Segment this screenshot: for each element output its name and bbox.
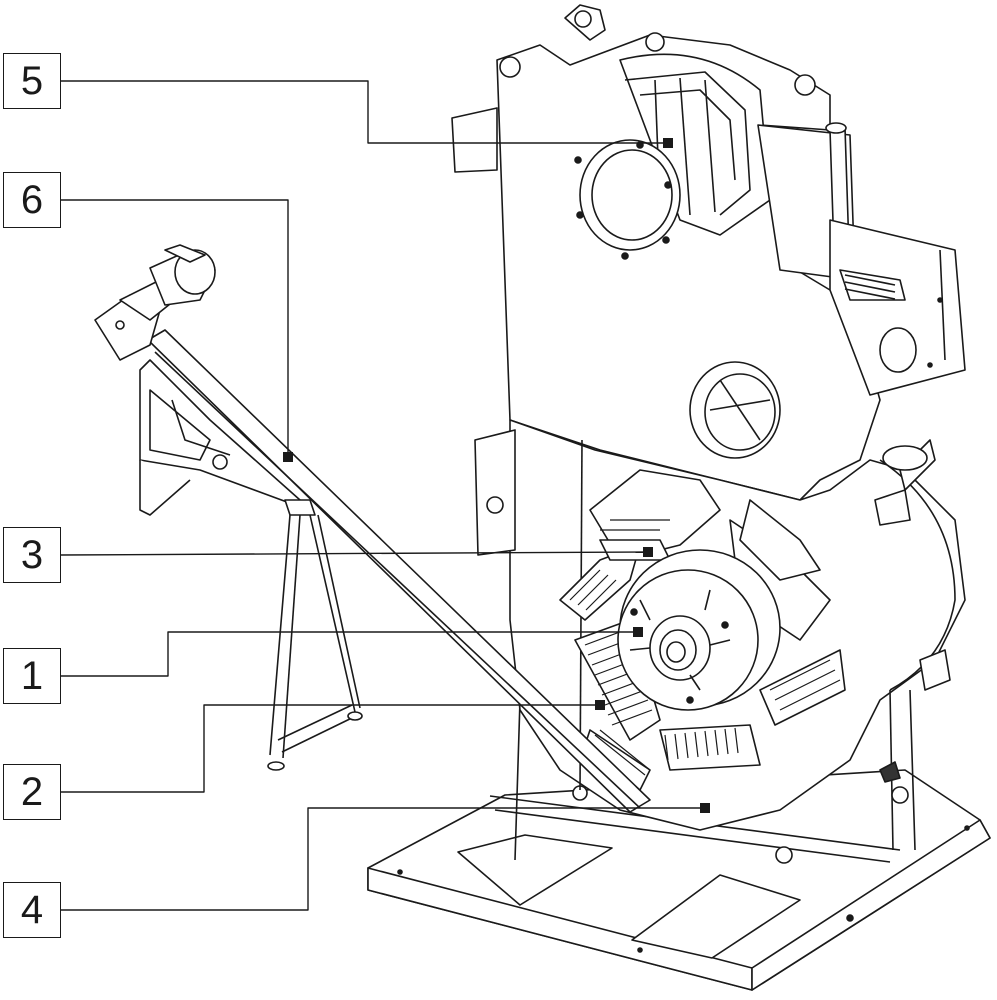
callout-3: 3 — [3, 527, 61, 583]
callout-4: 4 — [3, 882, 61, 938]
leader-5 — [61, 80, 668, 144]
screw-conveyor — [94, 244, 651, 813]
marker-5 — [663, 138, 673, 148]
leader-6 — [61, 199, 289, 457]
leader-2 — [61, 704, 600, 793]
marker-6 — [283, 452, 293, 462]
conveyor-support — [139, 359, 363, 771]
callout-5: 5 — [3, 53, 61, 109]
rotor — [617, 549, 781, 711]
callout-2: 2 — [3, 764, 61, 820]
middle-ring — [689, 361, 781, 459]
fan-housing — [574, 53, 771, 260]
side-box — [757, 122, 966, 396]
leader-lines — [60, 80, 705, 911]
callout-1: 1 — [3, 648, 61, 704]
leader-1 — [61, 631, 638, 677]
leader-3 — [60, 551, 649, 556]
teeth — [569, 519, 841, 776]
marker-1 — [633, 627, 643, 637]
callout-6: 6 — [3, 172, 61, 228]
left-bracket — [474, 429, 516, 556]
marker-3 — [643, 547, 653, 557]
leader-markers — [283, 138, 710, 813]
leader-4 — [61, 807, 705, 911]
marker-2 — [595, 700, 605, 710]
base-plate — [367, 769, 991, 991]
marker-4 — [700, 803, 710, 813]
